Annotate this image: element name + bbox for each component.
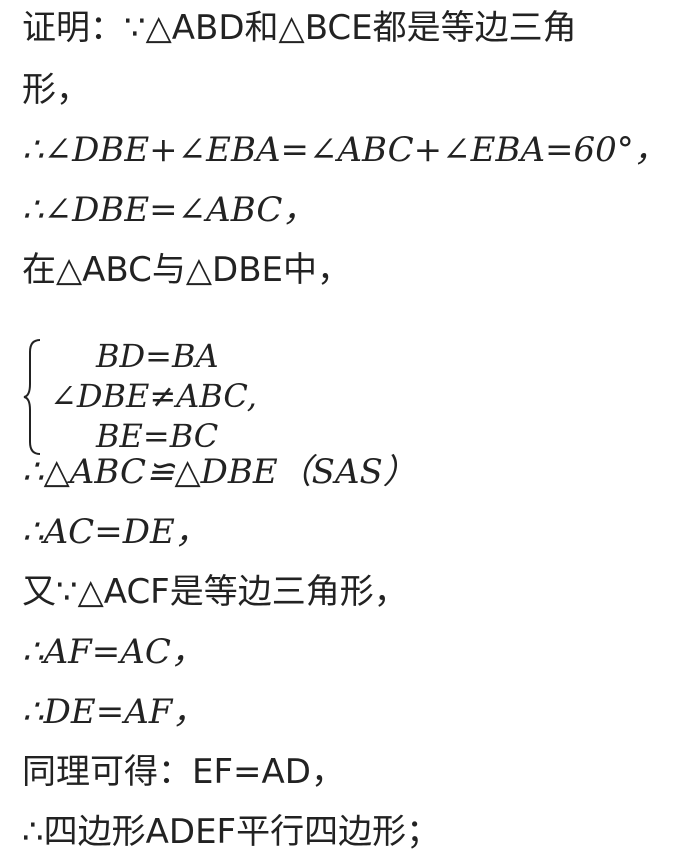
system-row-1: BD=BA	[96, 337, 219, 375]
proof-line-12: ∴四边形ADEF平行四边形；	[22, 812, 441, 852]
proof-line-10: ∴DE=AF，	[22, 692, 207, 732]
proof-line-8: 又∵△ACF是等边三角形，	[22, 572, 408, 612]
proof-line-1: 证明：∵△ABD和△BCE都是等边三角	[22, 8, 577, 48]
proof-line-7: ∴AC=DE，	[22, 512, 209, 552]
proof-line-9: ∴AF=AC，	[22, 632, 205, 672]
proof-line-11: 同理可得：EF=AD，	[22, 752, 345, 792]
equation-system: BD=BA ∠DBE≠ABC, BE=BC	[22, 338, 322, 456]
system-row-2: ∠DBE≠ABC,	[50, 377, 257, 415]
proof-line-4: ∴∠DBE=∠ABC，	[22, 190, 317, 230]
proof-line-6: ∴△ABC≌△DBE（SAS）	[22, 452, 417, 492]
proof-line-5: 在△ABC与△DBE中，	[22, 250, 352, 290]
proof-line-2: 形，	[22, 70, 90, 110]
proof-line-3: ∴∠DBE+∠EBA=∠ABC+∠EBA=60°，	[22, 130, 668, 170]
left-brace-icon	[23, 339, 41, 455]
system-row-3: BE=BC	[96, 417, 219, 455]
